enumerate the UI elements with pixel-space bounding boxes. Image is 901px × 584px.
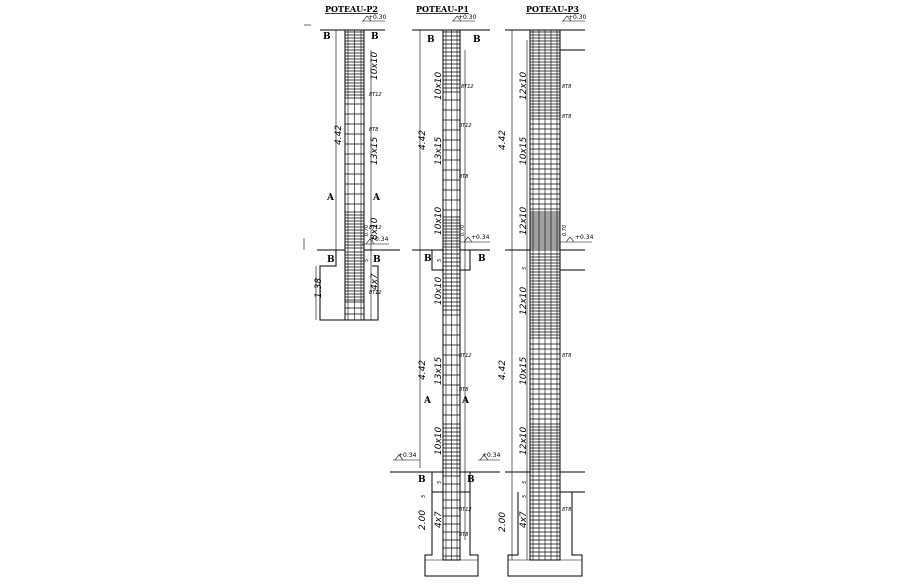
spacing-dimension: 13x15 bbox=[434, 356, 444, 385]
spacing-dimension: 10x10 bbox=[434, 71, 444, 100]
level-label: +0.34 bbox=[482, 452, 501, 459]
rebar-label: 8T8 bbox=[369, 127, 378, 133]
section-mark: B bbox=[467, 475, 475, 485]
rebar-label: 8T8 bbox=[562, 353, 571, 359]
dimension-label: 5 bbox=[437, 259, 443, 262]
section-mark: B bbox=[424, 254, 432, 264]
rebar-label: 8T8 bbox=[562, 507, 571, 513]
dimension-label: 5 bbox=[421, 495, 427, 498]
section-mark: B bbox=[473, 35, 481, 45]
height-dimension: 2.00 bbox=[418, 510, 428, 530]
column-p2-top-level: +0.30 bbox=[362, 14, 387, 22]
rebar-label: 8T8 bbox=[562, 84, 571, 90]
section-mark: B bbox=[323, 32, 331, 42]
dimension-label: 5 bbox=[437, 481, 443, 484]
rebar-label: 8T12 bbox=[369, 225, 382, 231]
column-p2: POTEAU-P2 +0.30 B B 4.42 10x10 13x15 8x1… bbox=[303, 4, 400, 321]
spacing-dimension: 10x10 bbox=[434, 206, 444, 235]
height-dimension: 2.00 bbox=[498, 512, 508, 532]
column-p3-title: POTEAU-P3 bbox=[526, 4, 579, 14]
column-p2-mid-level: +0.34 0.70 bbox=[362, 225, 389, 245]
level-label: +0.30 bbox=[458, 14, 477, 21]
rebar-label: 8T12 bbox=[461, 84, 474, 90]
level-label: +0.34 bbox=[471, 234, 490, 241]
spacing-dimension: 10x10 bbox=[434, 426, 444, 455]
section-mark: A bbox=[326, 193, 335, 203]
height-dimension: 1.38 bbox=[314, 278, 324, 298]
spacing-dimension: 10x10 bbox=[370, 51, 380, 80]
rebar-label: 8T12 bbox=[459, 353, 472, 359]
rebar-label: 8T8 bbox=[562, 114, 571, 120]
section-mark: A bbox=[423, 396, 432, 406]
dimension-label: 5 bbox=[522, 481, 528, 484]
dimension-label: 5 bbox=[522, 267, 528, 270]
spacing-dimension: 12x10 bbox=[519, 71, 529, 100]
level-label: +0.34 bbox=[575, 234, 594, 241]
rebar-label: 8T12 bbox=[459, 507, 472, 513]
spacing-dimension: 10x15 bbox=[519, 356, 529, 385]
spacing-dimension: 8x10 bbox=[370, 217, 380, 240]
rebar-label: 8T8 bbox=[459, 387, 468, 393]
column-p3-top-level: +0.30 bbox=[562, 14, 587, 22]
rebar-label: 8T12 bbox=[369, 92, 382, 98]
column-p3: POTEAU-P3 +0.30 4.42 4.42 2.00 12x10 10x… bbox=[498, 4, 594, 577]
level-label: +0.30 bbox=[368, 14, 387, 21]
spacing-dimension: 12x10 bbox=[519, 206, 529, 235]
dimension-label: 5 bbox=[364, 259, 370, 262]
spacing-dimension: 12x10 bbox=[519, 286, 529, 315]
height-dimension: 4.42 bbox=[418, 360, 428, 380]
dimension-label: 0.70 bbox=[364, 225, 370, 236]
section-mark: B bbox=[327, 255, 335, 265]
level-label: +0.30 bbox=[568, 14, 587, 21]
dimension-label: 0.70 bbox=[460, 225, 466, 236]
column-p1-title: POTEAU-P1 bbox=[416, 4, 469, 14]
level-label: +0.34 bbox=[398, 452, 417, 459]
section-mark: B bbox=[371, 32, 379, 42]
dimension-label: 5 bbox=[522, 495, 528, 498]
section-mark: A bbox=[372, 193, 381, 203]
rebar-label: 8T8 bbox=[459, 174, 468, 180]
section-mark: B bbox=[418, 475, 426, 485]
column-p1-low-level: +0.34 +0.34 bbox=[393, 452, 501, 461]
spacing-dimension: 13x15 bbox=[370, 136, 380, 165]
spacing-dimension: 4x7 bbox=[519, 511, 529, 528]
rebar-label: 8T12 bbox=[459, 123, 472, 129]
level-label: +0.34 bbox=[370, 236, 389, 243]
height-dimension: 4.42 bbox=[334, 125, 344, 145]
section-mark: B bbox=[478, 254, 486, 264]
column-p1-top-level: +0.30 bbox=[452, 14, 477, 22]
spacing-dimension: 10x15 bbox=[519, 136, 529, 165]
column-p2-title: POTEAU-P2 bbox=[325, 4, 378, 14]
dimension-label: 0.70 bbox=[562, 225, 568, 236]
section-mark: B bbox=[427, 35, 435, 45]
height-dimension: 4.42 bbox=[418, 130, 428, 150]
spacing-dimension: 10x10 bbox=[434, 276, 444, 305]
height-dimension: 4.42 bbox=[498, 130, 508, 150]
rebar-label: 8T12 bbox=[369, 290, 382, 296]
section-mark: B bbox=[373, 255, 381, 265]
spacing-dimension: 13x15 bbox=[434, 136, 444, 165]
rebar-label: 8T8 bbox=[459, 532, 468, 538]
spacing-dimension: 4x7 bbox=[434, 511, 444, 528]
height-dimension: 4.42 bbox=[498, 360, 508, 380]
column-p1-mid-level: +0.34 0.70 bbox=[460, 225, 490, 243]
column-p3-mid-level: +0.34 0.70 bbox=[560, 225, 594, 243]
spacing-dimension: 12x10 bbox=[519, 426, 529, 455]
spacing-dimension: 4x7 bbox=[370, 273, 380, 290]
section-mark: A bbox=[461, 396, 470, 406]
column-p1: POTEAU-P1 +0.30 B B 4.42 4.42 2.00 10x10… bbox=[390, 4, 501, 577]
